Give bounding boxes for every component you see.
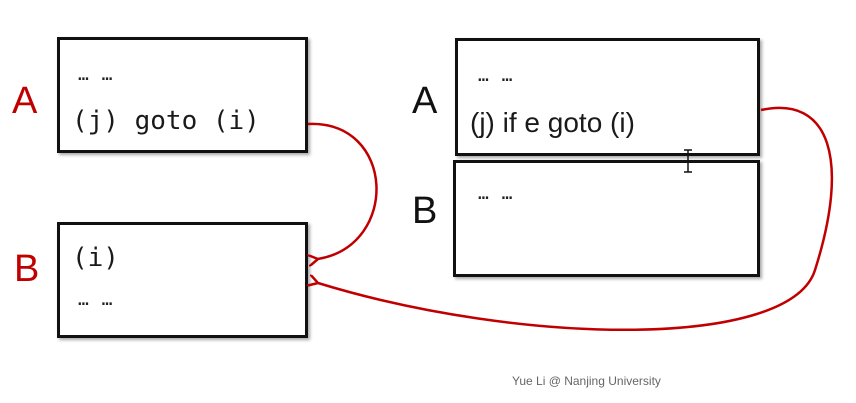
text-cursor-icon [684,149,692,173]
ellipsis-text: … … [78,289,114,310]
conditional-goto-statement: (j) if e goto (i) [470,107,635,138]
left-block-b: (i) … … [57,222,308,338]
label-statement: (i) [72,243,119,273]
right-block-b: … … [453,160,760,277]
right-block-a: … … (j) if e goto (i) [455,38,760,156]
right-label-a: A [412,80,438,122]
left-label-a: A [12,80,38,122]
ellipsis-text: … … [478,65,514,86]
ellipsis-text: … … [478,183,514,204]
right-label-b: B [412,190,438,232]
goto-statement: (j) goto (i) [72,106,260,136]
watermark: Yue Li @ Nanjing University [512,374,661,388]
left-block-a: … … (j) goto (i) [57,37,308,153]
ellipsis-text: … … [78,64,114,85]
jump-arrow-right [318,106,834,331]
jump-arrow-left [308,122,378,259]
left-label-b: B [14,248,40,290]
